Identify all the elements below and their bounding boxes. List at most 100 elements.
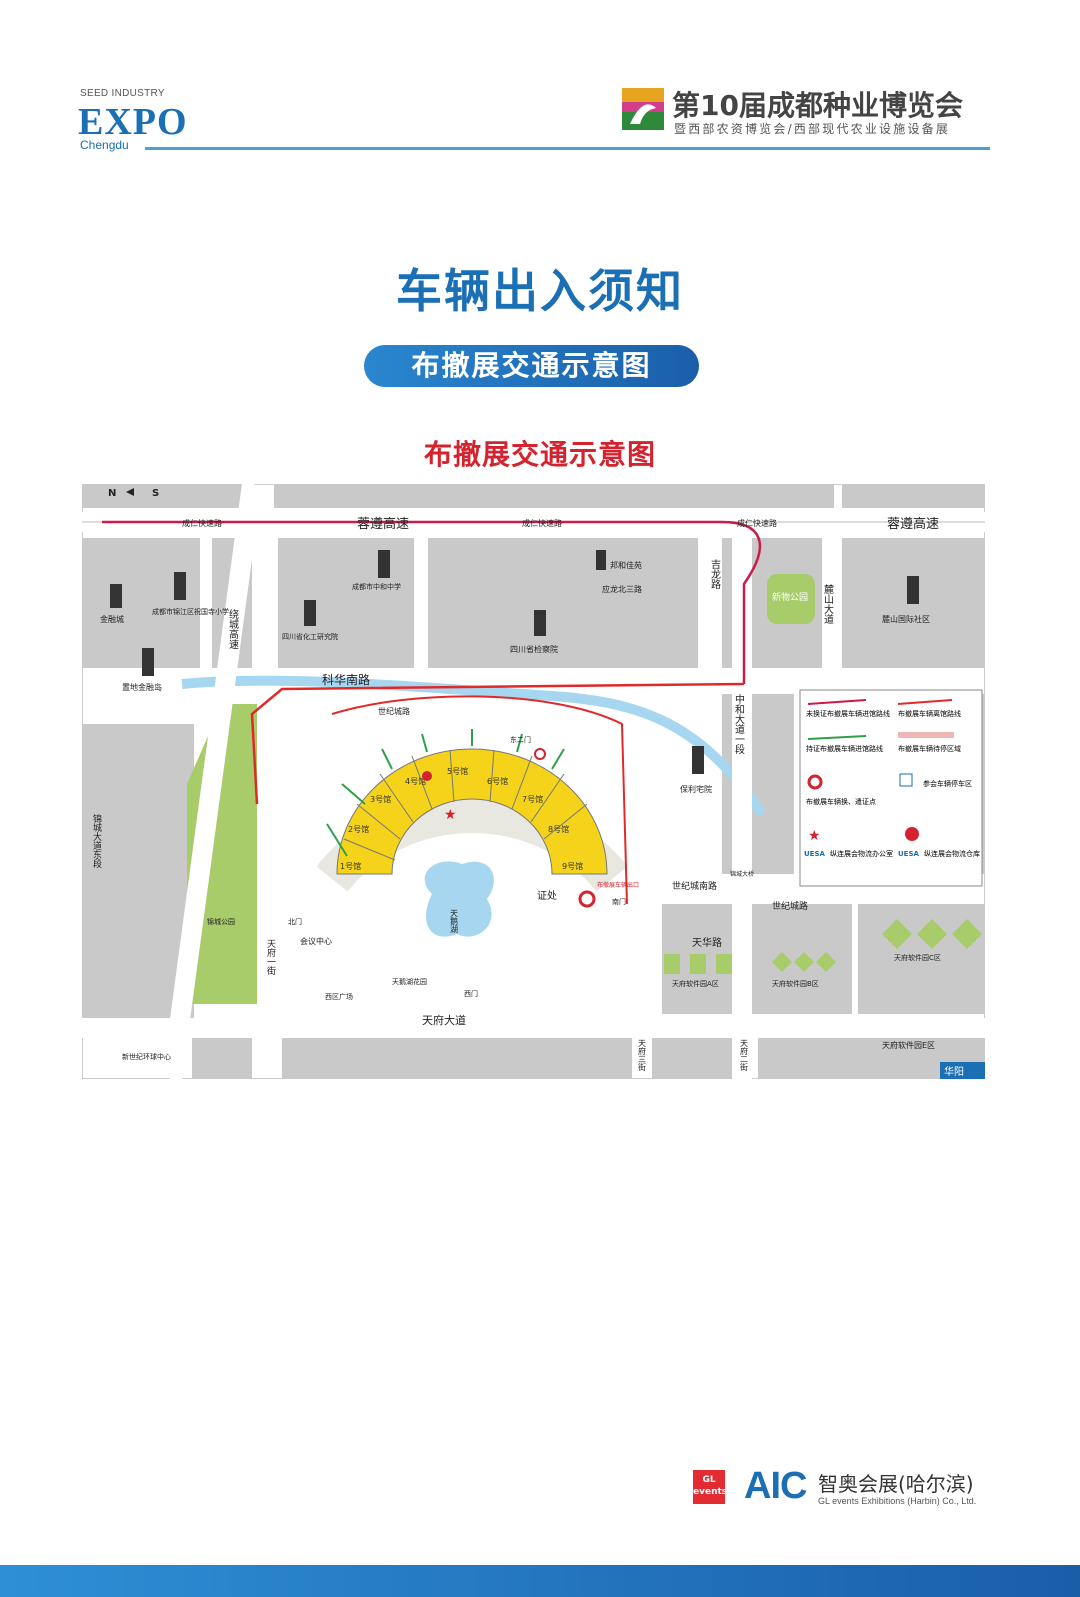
road-jincheng-east: 锦城大道东段 — [91, 813, 102, 869]
road-raocheng: 绕城高速 — [227, 608, 239, 649]
road-tianfu: 天府大道 — [422, 1013, 466, 1027]
gl-events-logo: GL events — [693, 1470, 727, 1504]
building-icons — [110, 550, 919, 774]
legend-parking-icon — [899, 773, 913, 787]
compass-s: S — [152, 488, 159, 499]
place-software-b: 天府软件园B区 — [772, 979, 819, 988]
hall-label-7: 7号馆 — [522, 794, 543, 804]
fair-title: 第10届成都种业博览会 — [672, 89, 963, 122]
road-yingbin: 应龙北三路 — [602, 584, 642, 594]
road-lushan: 麓山大道 — [822, 583, 834, 624]
xinwu-park — [767, 574, 815, 624]
place-jinjiang-school: 成都市锦江区祝国寺小学 — [152, 607, 229, 616]
company-name-cn: 智奥会展(哈尔滨) — [818, 1472, 974, 1496]
road-shiji-cheng: 世纪城路 — [378, 706, 410, 716]
aic-logo-text: AIC — [744, 1465, 807, 1507]
fair-logo-icon — [622, 88, 664, 130]
legend-item-3: 持证布撤展车辆进馆路线 — [806, 744, 883, 753]
place-bridge: 锦城大桥 — [730, 870, 754, 878]
compass-n: N — [108, 488, 116, 499]
hall-label-1: 1号馆 — [340, 861, 361, 871]
exit-route — [331, 695, 628, 905]
legend-item-2: 布撤展车辆离馆路线 — [898, 709, 961, 718]
road-shiji-nanlu: 世纪城南路 — [672, 880, 717, 892]
place-software-c: 天府软件园C区 — [894, 953, 941, 962]
page-title: 车辆出入须知 — [396, 264, 684, 318]
place-zhonghe-middle: 成都市中和中学 — [352, 582, 401, 591]
map-title: 布撤展交通示意图 — [423, 438, 656, 471]
traffic-map: 1号馆 2号馆 3号馆 4号馆 5号馆 6号馆 7号馆 8号馆 9号馆 ★ — [82, 484, 985, 1079]
road-chengren-1: 成仁快速路 — [182, 518, 222, 528]
fair-subtitle: 暨西部农资博览会/西部现代农业设施设备展 — [674, 122, 951, 136]
place-software-e: 天府软件园E区 — [882, 1040, 935, 1050]
hall-label-3: 3号馆 — [370, 794, 391, 804]
legend-item-7: 纵连展会物流办公室 — [830, 849, 893, 858]
permit-point-icon-2 — [534, 748, 546, 760]
legend-uesa-2: UESA — [898, 850, 920, 858]
place-banghe: 邦和佳苑 — [610, 560, 642, 570]
place-baoli: 保利宅院 — [680, 784, 712, 794]
hall-label-2: 2号馆 — [348, 824, 369, 834]
seed-industry-text: SEED INDUSTRY — [80, 88, 165, 99]
place-east-gate2: 东二门 — [510, 735, 531, 744]
road-tianhua: 天华路 — [692, 936, 722, 949]
legend-item-5: 布撤展车辆换、遣证点 — [806, 797, 876, 806]
place-chem-institute: 四川省化工研究院 — [282, 632, 338, 641]
chengdu-logo-text: Chengdu — [80, 138, 129, 152]
place-north-gate: 北门 — [288, 917, 302, 926]
road-tianfu-3rd: 天府三街 — [638, 1039, 647, 1072]
place-west-gate: 西门 — [464, 989, 478, 998]
road-chengren-2: 成仁快速路 — [522, 518, 562, 528]
legend-item-6: 参会车辆停车区 — [923, 779, 972, 788]
legend-item-4: 布撤展车辆待停区域 — [898, 744, 961, 753]
hall-label-4: 4号馆 — [405, 776, 426, 786]
warehouse-dot-icon — [422, 771, 432, 781]
place-jinrongcheng: 金融城 — [100, 614, 124, 624]
permit-routes — [326, 729, 565, 857]
hall-label-5: 5号馆 — [447, 766, 468, 776]
legend-waiting-area-icon — [898, 732, 954, 738]
place-jincheng-park: 锦城公园 — [207, 917, 235, 926]
legend-item-1: 未换证布撤展车辆进馆路线 — [806, 709, 890, 718]
expo-logo-text: EXPO — [78, 101, 188, 143]
place-west-plaza: 西区广场 — [325, 992, 353, 1001]
software-park-c-shapes — [882, 919, 982, 949]
road-zhonghe: 中和大道一段 — [733, 693, 745, 755]
compass: N S — [108, 488, 159, 499]
place-lushan: 麓山国际社区 — [882, 614, 930, 624]
place-south-gate: 南门 — [612, 897, 626, 906]
hall-dividers — [343, 749, 588, 861]
huayang-sign — [940, 1062, 985, 1079]
road-rongzun-2: 蓉遵高速 — [887, 516, 939, 532]
road-jilong: 吉龙路 — [709, 559, 721, 590]
hall-label-9: 9号馆 — [562, 861, 583, 871]
legend-permit-route-icon — [807, 735, 867, 740]
raocheng-line — [170, 484, 254, 1079]
road-kehua: 科华南路 — [322, 672, 370, 687]
bottom-bar — [0, 1565, 1080, 1597]
place-exit-label: 布撤展车辆出口 — [597, 881, 639, 889]
hall-label-6: 6号馆 — [487, 776, 508, 786]
place-software-a: 天府软件园A区 — [672, 979, 719, 988]
place-xinwu-park: 新物公园 — [772, 591, 808, 603]
road-rongzun-1: 蓉遵高速 — [357, 516, 409, 532]
legend-uesa-1: UESA — [804, 850, 826, 858]
legend-entry-route-icon — [807, 699, 867, 705]
entry-route-kehua — [250, 682, 745, 805]
place-conference: 会议中心 — [300, 936, 332, 946]
software-park-ab-shapes — [664, 952, 836, 974]
section-pill-label: 布撤展交通示意图 — [411, 349, 652, 382]
exhibition-halls — [336, 748, 608, 875]
compass-arrow-icon — [126, 488, 134, 496]
company-name-en: GL events Exhibitions (Harbin) Co., Ltd. — [818, 1496, 977, 1506]
legend-item-8: 纵连展会物流仓库 — [924, 849, 980, 858]
hall-label-8: 8号馆 — [548, 824, 569, 834]
tianfu-lake — [424, 861, 494, 937]
legend-warehouse-dot-icon — [905, 827, 919, 841]
road-tianfu-1st: 天府一街 — [265, 939, 276, 976]
legend-frame — [799, 689, 983, 887]
river — [181, 675, 767, 817]
place-procuratorate: 四川省检察院 — [510, 644, 558, 654]
legend-star-icon: ★ — [808, 828, 821, 844]
road-shiji-2: 世纪城路 — [772, 900, 808, 912]
